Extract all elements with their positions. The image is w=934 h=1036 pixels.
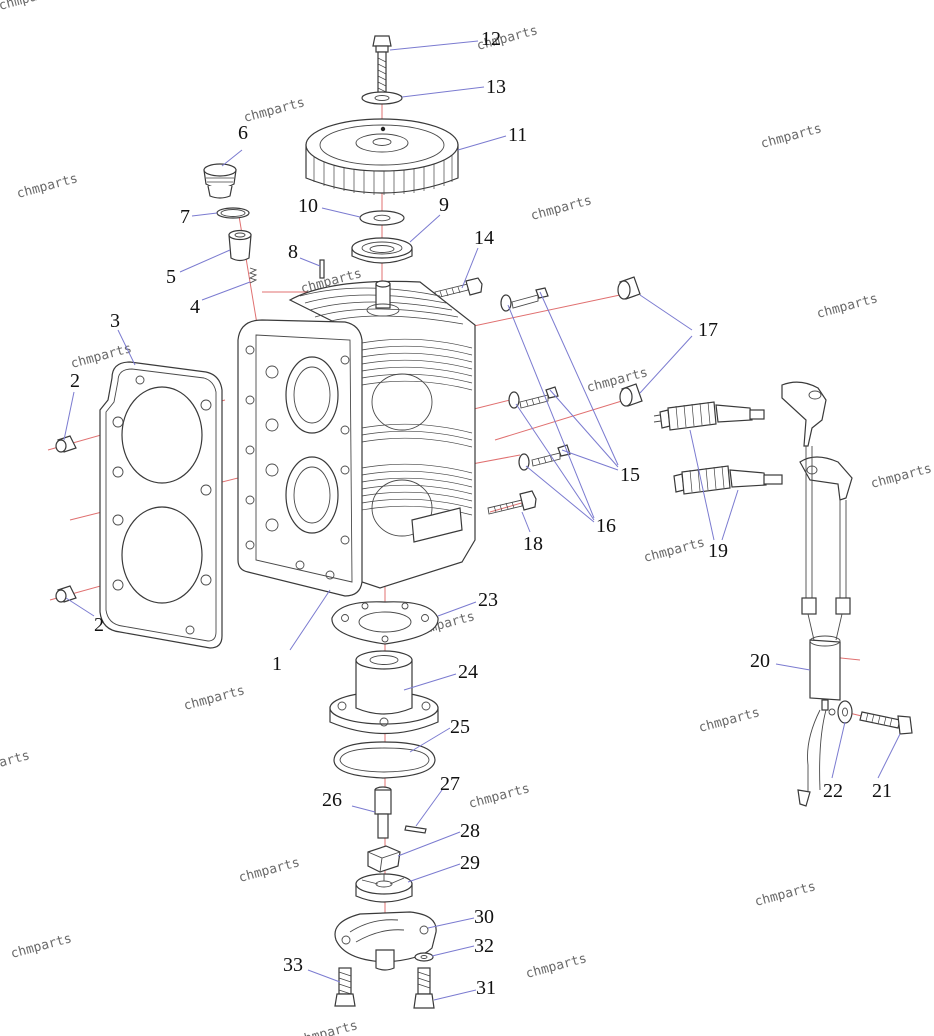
leader-lines <box>63 40 901 1001</box>
callout-29: 29 <box>460 852 480 874</box>
watermark-text: chmparts <box>753 879 817 910</box>
callout-12: 12 <box>481 28 501 50</box>
callout-17: 17 <box>698 319 718 341</box>
watermark-text: chmparts <box>15 171 79 202</box>
watermark-text: chmparts <box>759 121 823 152</box>
part-9-oil-seal <box>351 237 413 264</box>
part-1-cylinder-head <box>237 280 476 597</box>
callout-3: 3 <box>110 310 120 332</box>
callout-30: 30 <box>474 906 494 928</box>
part-15-bolt-middle <box>519 386 559 409</box>
part-14-bolt <box>434 277 483 299</box>
part-13-washer <box>361 91 403 105</box>
callout-5: 5 <box>166 266 176 288</box>
callout-6: 6 <box>238 122 248 144</box>
part-11-pulley-gear <box>305 118 459 195</box>
part-15-bolt-upper <box>511 287 549 309</box>
part-2-sleeve-bottom <box>55 585 77 603</box>
callout-20: 20 <box>750 650 770 672</box>
part-17-sleeve-upper <box>617 276 641 300</box>
part-29-impeller <box>355 873 413 903</box>
part-26-drive-shaft <box>374 786 392 839</box>
part-4-spring <box>248 267 258 284</box>
callout-9: 9 <box>439 194 449 216</box>
watermark-text: chmparts <box>869 461 933 492</box>
callout-2-top: 2 <box>70 370 80 392</box>
part-6-plug <box>203 163 237 199</box>
part-2-sleeve-top <box>55 435 77 453</box>
part-31-bolt <box>413 967 435 1009</box>
part-5-sleeve <box>228 229 252 262</box>
callout-27: 27 <box>440 773 460 795</box>
watermark-text: chmparts <box>242 95 306 126</box>
part-33-bolt <box>334 967 356 1007</box>
watermark-text: chmparts <box>529 193 593 224</box>
watermark-text: chmparts <box>467 781 531 812</box>
callout-2-bottom: 2 <box>94 614 104 636</box>
callout-25: 25 <box>450 716 470 738</box>
callout-28: 28 <box>460 820 480 842</box>
part-19-spark-plug-lower <box>673 465 783 495</box>
callout-4: 4 <box>190 296 200 318</box>
watermark-text: chmparts <box>295 1018 359 1036</box>
part-12-bolt <box>372 35 392 97</box>
callout-14: 14 <box>474 227 494 249</box>
watermark-text: chmparts <box>642 535 706 566</box>
part-10-washer <box>359 210 405 226</box>
watermark-text: chmparts <box>0 748 32 779</box>
callout-16: 16 <box>596 515 616 537</box>
watermark-text: chmparts <box>815 291 879 322</box>
callout-1: 1 <box>272 653 282 675</box>
callout-23: 23 <box>478 589 498 611</box>
callout-11: 11 <box>508 124 527 146</box>
part-17-sleeve-lower <box>619 383 643 407</box>
callout-22: 22 <box>823 780 843 802</box>
part-30-pump-plate <box>334 911 437 971</box>
part-3-head-gasket <box>99 361 223 649</box>
part-32-washer <box>414 952 434 962</box>
callout-10: 10 <box>298 195 318 217</box>
part-28-key <box>367 845 401 873</box>
callout-33: 33 <box>283 954 303 976</box>
watermark-text: chmparts <box>585 365 649 396</box>
watermark-text: chmparts <box>182 683 246 714</box>
callout-31: 31 <box>476 977 496 999</box>
callout-labels: 12 13 11 6 10 9 7 14 8 5 4 3 17 2 15 16 … <box>70 28 892 999</box>
part-25-gasket <box>333 741 436 779</box>
callout-21: 21 <box>872 780 892 802</box>
callout-15: 15 <box>620 464 640 486</box>
part-21-bolt <box>859 711 913 735</box>
part-24-pump-housing <box>329 650 439 735</box>
callout-26: 26 <box>322 789 342 811</box>
part-8-dowel-pin <box>319 259 325 279</box>
part-22-washer <box>837 700 853 724</box>
part-19-spark-plug-upper <box>653 401 765 431</box>
part-23-gasket <box>331 601 439 645</box>
callout-24: 24 <box>458 661 478 683</box>
watermark-text: chmparts <box>9 931 73 962</box>
watermark-text: chmparts <box>524 951 588 982</box>
watermark-text: chmparts <box>697 705 761 736</box>
callout-32: 32 <box>474 935 494 957</box>
part-7-o-ring <box>216 207 250 219</box>
part-20-ignition-coil <box>781 381 853 807</box>
watermark-text: chmparts <box>237 855 301 886</box>
callout-13: 13 <box>486 76 506 98</box>
part-18-bolt <box>487 490 537 515</box>
callout-8: 8 <box>288 241 298 263</box>
part-27-pin <box>404 825 427 834</box>
callout-7: 7 <box>180 206 190 228</box>
callout-18: 18 <box>523 533 543 555</box>
watermark-text: chmparts <box>0 0 62 14</box>
callout-19: 19 <box>708 540 728 562</box>
